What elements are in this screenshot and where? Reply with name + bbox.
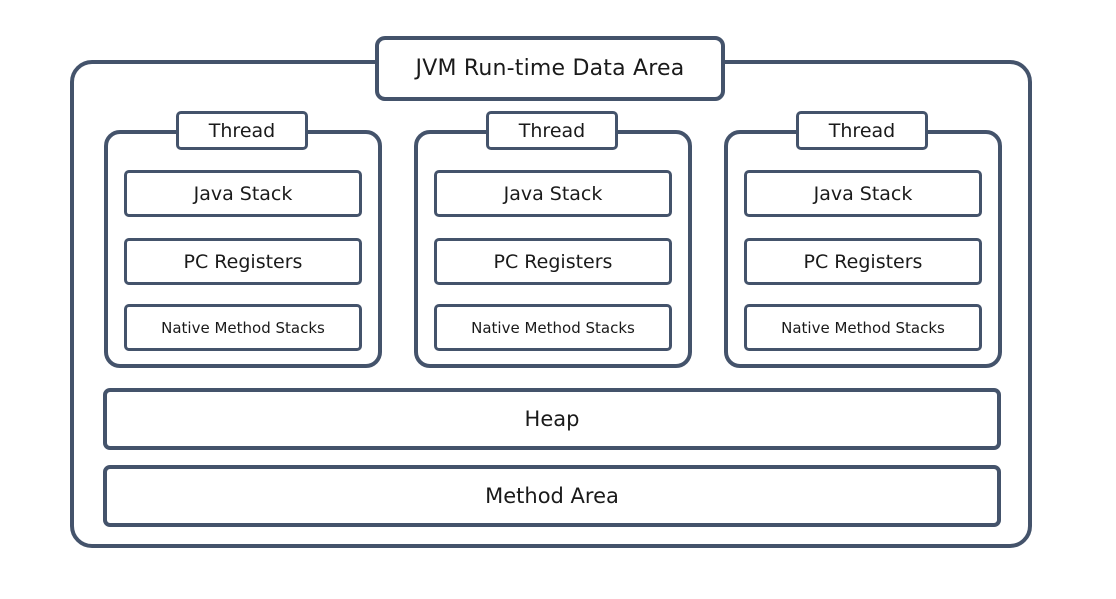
thread-label-box-3: Thread	[796, 111, 928, 150]
diagram-title-box: JVM Run-time Data Area	[375, 36, 725, 101]
native-method-stacks-box-2: Native Method Stacks	[434, 304, 672, 351]
pc-registers-box-2: PC Registers	[434, 238, 672, 285]
java-stack-box-2: Java Stack	[434, 170, 672, 217]
java-stack-label-2: Java Stack	[503, 182, 603, 205]
thread-label-box-1: Thread	[176, 111, 308, 150]
thread-label-box-2: Thread	[486, 111, 618, 150]
method-area-label: Method Area	[485, 484, 619, 508]
pc-registers-label-3: PC Registers	[803, 250, 923, 273]
native-method-stacks-label-1: Native Method Stacks	[161, 318, 325, 337]
pc-registers-label-1: PC Registers	[183, 250, 303, 273]
thread-label-3: Thread	[828, 119, 896, 142]
thread-label-2: Thread	[518, 119, 586, 142]
heap-box: Heap	[103, 388, 1001, 450]
native-method-stacks-box-1: Native Method Stacks	[124, 304, 362, 351]
pc-registers-label-2: PC Registers	[493, 250, 613, 273]
java-stack-label-1: Java Stack	[193, 182, 293, 205]
heap-label: Heap	[524, 407, 580, 431]
native-method-stacks-box-3: Native Method Stacks	[744, 304, 982, 351]
thread-label-1: Thread	[208, 119, 276, 142]
method-area-box: Method Area	[103, 465, 1001, 527]
java-stack-box-3: Java Stack	[744, 170, 982, 217]
java-stack-box-1: Java Stack	[124, 170, 362, 217]
native-method-stacks-label-3: Native Method Stacks	[781, 318, 945, 337]
pc-registers-box-1: PC Registers	[124, 238, 362, 285]
pc-registers-box-3: PC Registers	[744, 238, 982, 285]
diagram-title-label: JVM Run-time Data Area	[415, 56, 685, 81]
java-stack-label-3: Java Stack	[813, 182, 913, 205]
native-method-stacks-label-2: Native Method Stacks	[471, 318, 635, 337]
